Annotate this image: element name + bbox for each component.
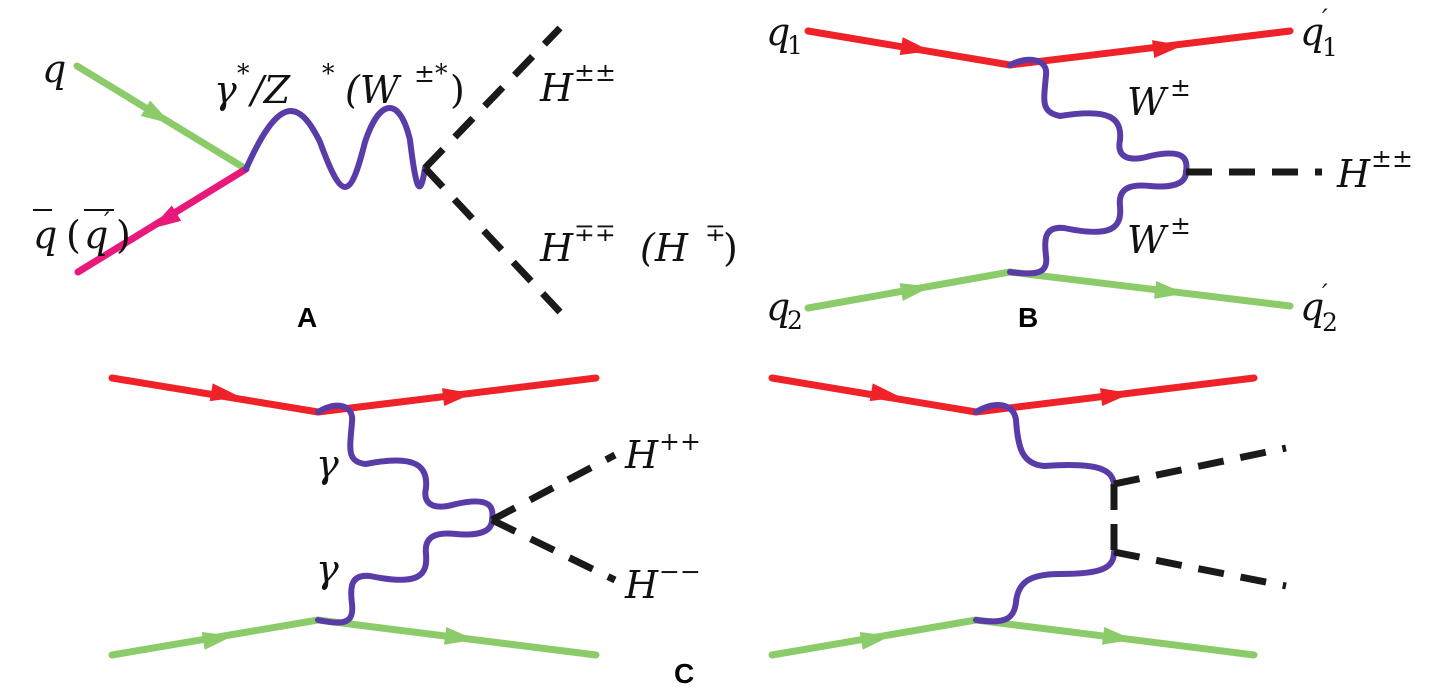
panel-c-left: γ γ H ++ H −− <box>108 374 701 659</box>
quark-line-out <box>1006 27 1294 69</box>
svg-text:±: ± <box>1170 211 1191 240</box>
svg-text:W: W <box>1127 218 1169 262</box>
gamma-bottom-label: γ <box>316 547 339 591</box>
scalar-line-bottom <box>490 516 617 584</box>
q2-prime-label: q ′ 2 <box>1300 279 1338 337</box>
higgs-mm-label: H −− <box>624 557 701 607</box>
svg-text:(: ( <box>66 213 81 257</box>
svg-text:W: W <box>1127 80 1169 124</box>
higgs-bottom-label: H ∓∓ (H ∓ ) <box>539 218 738 270</box>
panel-label-b: B <box>1018 302 1038 333</box>
arrow-icon <box>869 383 903 407</box>
svg-text:∓: ∓ <box>705 218 726 247</box>
svg-text:*: * <box>322 59 335 88</box>
gamma-top-label: γ <box>316 442 339 486</box>
photon-top <box>315 402 496 523</box>
svg-text:q: q <box>1300 10 1324 54</box>
panel-label-a: A <box>297 302 317 333</box>
photon-bottom <box>973 549 1117 625</box>
svg-text:1: 1 <box>1322 33 1338 62</box>
quark-label: q <box>42 47 66 91</box>
higgs-label: H ±± <box>1336 144 1413 196</box>
higgs-pp-label: H ++ <box>624 427 701 477</box>
svg-text:′: ′ <box>104 207 110 236</box>
svg-text:1: 1 <box>787 31 803 60</box>
svg-text:′: ′ <box>1322 4 1328 33</box>
svg-text:q: q <box>766 285 790 329</box>
q1-prime-label: q ′ 1 <box>1300 4 1338 62</box>
q2-label: q 2 <box>766 285 803 335</box>
svg-text:H: H <box>539 226 574 270</box>
scalar-line-top <box>1113 444 1287 488</box>
svg-text:±: ± <box>1170 73 1191 102</box>
svg-text:q: q <box>766 10 790 54</box>
svg-text:H: H <box>539 66 574 110</box>
svg-text:*: * <box>237 59 250 88</box>
svg-text:H: H <box>1336 152 1371 196</box>
w-boson-bottom <box>1007 169 1189 277</box>
panel-a: q q ( q ′ ) γ * /Z * (W ±* ) H ±± H ∓∓ (… <box>33 25 738 333</box>
w-top-label: W ± <box>1127 73 1191 124</box>
svg-text:): ) <box>723 226 738 270</box>
svg-text:∓∓: ∓∓ <box>574 218 616 247</box>
arrow-icon <box>209 383 243 407</box>
scalar-line-top <box>490 451 617 524</box>
higgs-top-label: H ±± <box>539 58 616 110</box>
svg-text:): ) <box>450 68 465 112</box>
w-boson-top <box>1007 56 1190 175</box>
scalar-line-bottom <box>1113 548 1287 590</box>
panel-c-right: C <box>674 374 1287 689</box>
svg-text:(H: (H <box>640 226 689 270</box>
svg-text:±±: ±± <box>1371 144 1413 173</box>
svg-text:): ) <box>116 213 131 257</box>
svg-text:′: ′ <box>1322 279 1328 308</box>
svg-text:H: H <box>624 563 659 607</box>
svg-text:++: ++ <box>659 427 701 456</box>
panel-label-c: C <box>674 658 694 689</box>
photon-top <box>973 402 1117 487</box>
boson-propagator <box>243 105 428 190</box>
svg-text:2: 2 <box>787 306 803 335</box>
svg-text:−−: −− <box>659 557 701 586</box>
w-bottom-label: W ± <box>1127 211 1191 262</box>
svg-text:H: H <box>624 433 659 477</box>
svg-text:±±: ±± <box>574 58 616 87</box>
antiquark-label: q ( q ′ ) <box>33 207 131 257</box>
svg-text:γ: γ <box>214 68 237 112</box>
svg-text:(W: (W <box>345 68 402 112</box>
panel-b: q 1 q ′ 1 q 2 q ′ 2 W ± W ± H ±± B <box>766 4 1413 337</box>
quark-line-out <box>1006 268 1294 310</box>
photon-bottom <box>315 517 495 626</box>
svg-text:2: 2 <box>1322 308 1338 337</box>
svg-text:q: q <box>1300 285 1324 329</box>
scalar-line-top <box>422 25 563 171</box>
q1-label: q 1 <box>766 10 803 60</box>
scalar-line-bottom <box>422 165 563 315</box>
boson-label: γ * /Z * (W ±* ) <box>214 59 465 112</box>
svg-text:/Z: /Z <box>247 68 291 112</box>
svg-text:q: q <box>33 213 57 257</box>
svg-text:±*: ±* <box>414 59 448 88</box>
svg-text:q: q <box>84 213 108 257</box>
